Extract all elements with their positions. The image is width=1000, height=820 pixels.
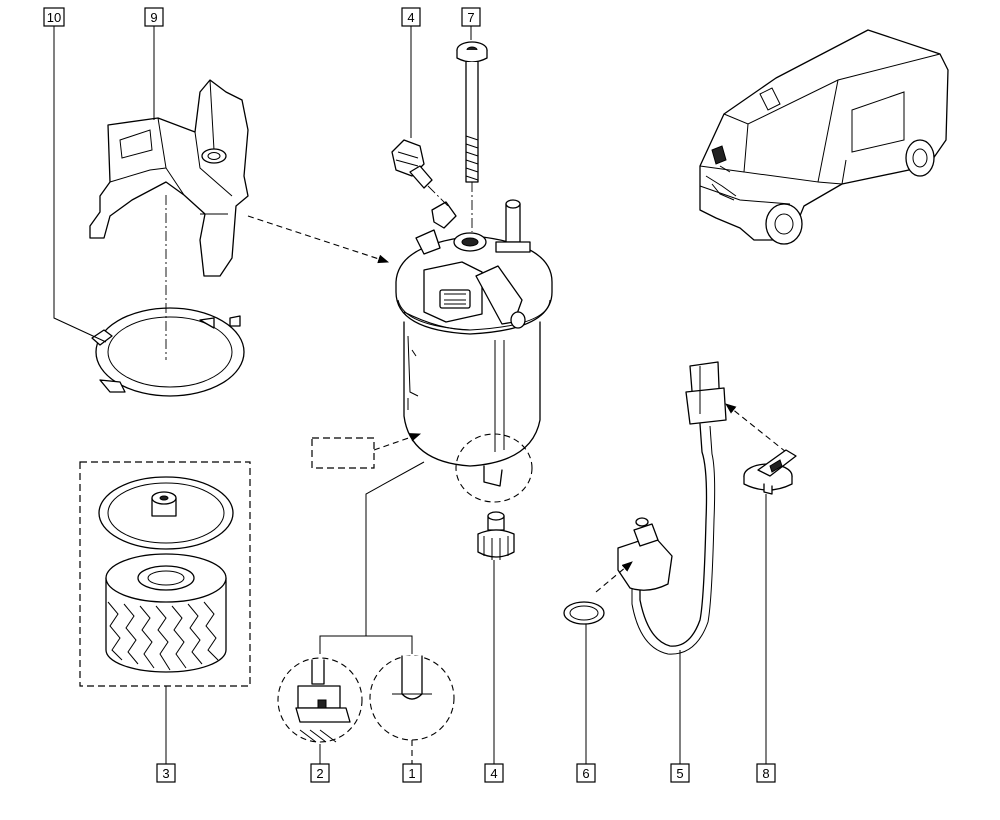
callout-2: 2 — [310, 763, 330, 783]
callout-10: 10 — [43, 7, 65, 27]
dashed-reference-box — [311, 437, 375, 469]
retaining-ring — [91, 307, 245, 397]
connector-clip-arrow — [725, 403, 787, 453]
callout-5: 5 — [670, 763, 690, 783]
sensor-seal-arrow — [595, 561, 633, 593]
long-bolt — [456, 41, 488, 183]
callout-2-label: 2 — [316, 766, 323, 781]
bleed-screw-top — [391, 139, 433, 189]
callout-1: 1 — [402, 763, 422, 783]
callout-7-label: 7 — [467, 10, 474, 25]
callout-7: 7 — [461, 7, 481, 27]
detail-leader-bracket — [319, 635, 413, 654]
leader-lines — [53, 26, 767, 764]
callout-6: 6 — [576, 763, 596, 783]
callout-4-top-label: 4 — [407, 10, 414, 25]
callout-6-label: 6 — [582, 766, 589, 781]
callout-4-bottom-label: 4 — [490, 766, 497, 781]
detail-leader-main — [365, 461, 425, 636]
callout-9-label: 9 — [150, 10, 157, 25]
callout-8: 8 — [756, 763, 776, 783]
detail-view-1 — [369, 655, 455, 741]
bleed-screw-axis-line — [427, 185, 449, 207]
van-location-illustration — [699, 29, 949, 245]
callout-4-bottom: 4 — [484, 763, 504, 783]
detail-view-2 — [277, 657, 363, 743]
callout-8-label: 8 — [762, 766, 769, 781]
drain-detail-circle — [455, 433, 533, 503]
assembly-arrow-bracket — [247, 215, 390, 264]
callout-5-label: 5 — [676, 766, 683, 781]
callout-9: 9 — [144, 7, 164, 27]
callout-3-label: 3 — [162, 766, 169, 781]
filter-element — [79, 461, 251, 687]
fuel-filter-housing — [395, 199, 553, 487]
filter-bracket — [89, 79, 249, 277]
water-sensor-harness — [617, 361, 727, 655]
drain-screw-bottom — [477, 511, 515, 560]
connector-clip — [743, 449, 797, 495]
callout-10-label: 10 — [47, 10, 61, 25]
reference-arrow — [373, 433, 422, 451]
callout-4-top: 4 — [401, 7, 421, 27]
o-ring-seal — [563, 601, 605, 625]
callout-1-label: 1 — [408, 766, 415, 781]
callout-3: 3 — [156, 763, 176, 783]
